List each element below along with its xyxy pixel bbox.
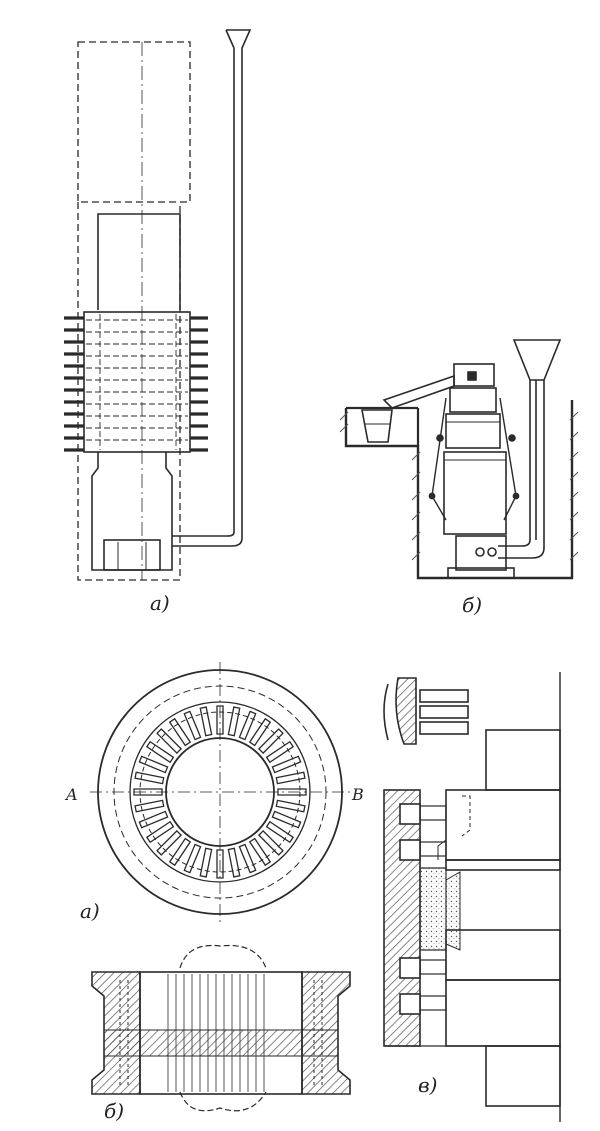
radial-slot <box>275 771 306 785</box>
radial-slot <box>277 788 307 796</box>
radial-slot <box>265 740 295 764</box>
bottom-panel-b-label: б) <box>104 1099 124 1123</box>
radial-slot <box>145 820 175 844</box>
pit-walls <box>344 400 574 580</box>
ladle <box>361 409 393 443</box>
block-bottom <box>445 979 561 1047</box>
funnel <box>512 339 562 381</box>
dashed-upper-box <box>77 41 191 203</box>
bottom-panel-c-drawing <box>383 672 561 1122</box>
radial-slot <box>138 810 169 829</box>
radial-slot <box>183 843 202 874</box>
mould-top-block <box>453 363 495 387</box>
stippled-cavity <box>419 867 447 951</box>
base-plate <box>447 567 515 579</box>
radial-slot <box>138 755 169 774</box>
top-panel-b-label: б) <box>462 593 482 617</box>
radial-slot <box>156 728 183 755</box>
radial-slot <box>275 799 306 813</box>
dashed-lower-box <box>77 202 181 581</box>
radial-slot <box>238 710 257 741</box>
middle-band <box>103 1029 339 1057</box>
radial-slot <box>271 755 302 774</box>
top-panel-a-drawing <box>64 29 252 581</box>
feed-pipe-inner <box>172 48 235 537</box>
radial-slot <box>227 847 241 878</box>
top-panel-a-label: a) <box>150 591 170 615</box>
radial-slot <box>133 788 163 796</box>
radial-slot <box>134 771 165 785</box>
mould-mid-body <box>445 413 501 449</box>
bottom-panel-b-drawing <box>91 944 351 1112</box>
radial-slot <box>199 706 213 737</box>
radial-slot <box>257 728 284 755</box>
radial-slot <box>248 837 272 867</box>
upper-column <box>97 213 181 310</box>
block-lower <box>445 929 561 981</box>
mould-base <box>455 535 507 571</box>
radial-slot <box>183 710 202 741</box>
radial-slot <box>271 810 302 829</box>
bottom-panel-c-label: в) <box>418 1073 437 1097</box>
section-label-a: A <box>64 785 78 804</box>
radial-slot <box>216 849 224 879</box>
radial-slot <box>168 837 192 867</box>
radial-slot <box>248 717 272 747</box>
top-panel-b-drawing <box>339 339 579 580</box>
bottom-panel-a-label: a) <box>80 899 100 923</box>
pouring-spout <box>382 374 455 409</box>
radial-slot <box>238 843 257 874</box>
radial-slot <box>156 829 183 856</box>
top-block <box>485 729 561 791</box>
radial-slot <box>216 705 224 735</box>
bottom-cap <box>103 539 161 571</box>
feed-pipe-outer <box>172 29 252 547</box>
radial-slot <box>134 799 165 813</box>
radial-slot <box>168 717 192 747</box>
mould-upper-body <box>449 387 497 413</box>
section-label-b: B <box>351 785 364 804</box>
bottom-block <box>485 1045 561 1107</box>
winding-block <box>83 311 191 453</box>
inset-hatched-wall <box>395 677 417 745</box>
mould-lower-body <box>443 451 507 535</box>
block-upper <box>445 789 561 861</box>
radial-slot <box>265 820 295 844</box>
radial-slot <box>257 829 284 856</box>
bottom-panel-a-drawing <box>90 662 350 922</box>
radial-slot <box>199 847 213 878</box>
radial-slot <box>145 740 175 764</box>
central-body <box>139 971 303 1095</box>
radial-slot <box>227 706 241 737</box>
